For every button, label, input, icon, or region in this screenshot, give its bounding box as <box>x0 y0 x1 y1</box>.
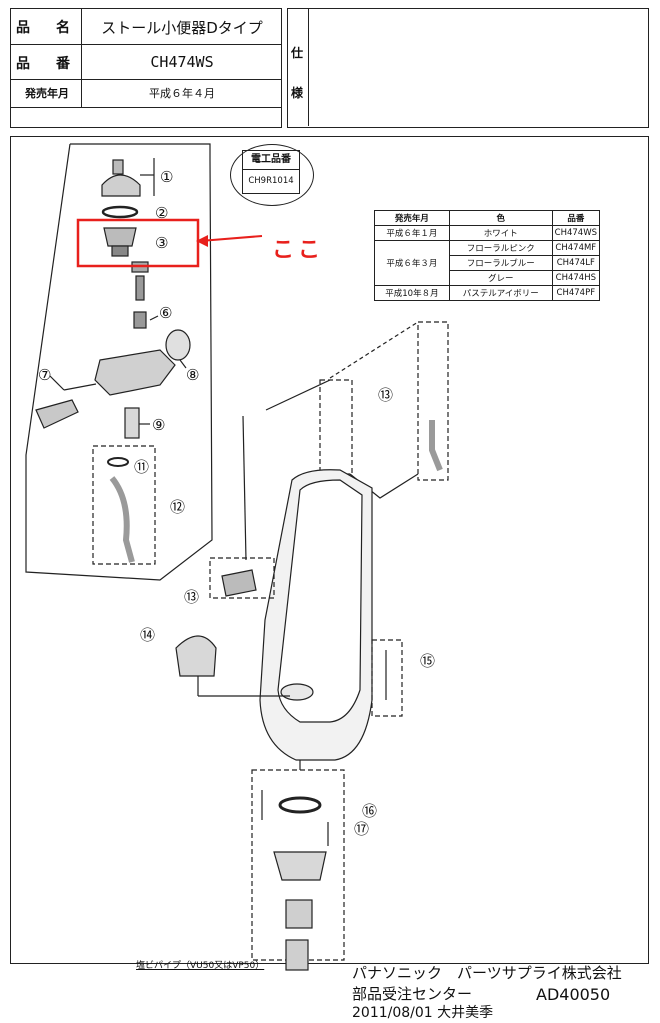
spec-label-1: 仕 <box>291 46 304 60</box>
table-cell: CH474PF <box>551 285 601 301</box>
table-row: 平成６年１月 ホワイト CH474WS <box>374 225 601 241</box>
number-label: 品 番 <box>16 56 76 72</box>
callout-15: ⑮ <box>420 652 436 670</box>
table-cell: パステルアイボリー <box>448 285 553 301</box>
dashed-box-15 <box>371 639 403 717</box>
badge-title: 電工品番 <box>243 151 299 170</box>
pipe-label: 塩ビパイプ（VU50又はVP50） <box>136 961 265 971</box>
release-label: 発売年月 <box>25 87 69 100</box>
spec-label-2: 様 <box>291 86 304 100</box>
highlight-arrow-head <box>196 235 208 247</box>
callout-13-upper: ⑬ <box>378 386 394 404</box>
table-cell: CH474WS <box>551 225 601 241</box>
footer-doc-code: AD40050 <box>536 985 611 1004</box>
valve-assembly-outline <box>25 143 213 581</box>
part-handle <box>35 399 79 429</box>
row-divider-1 <box>11 44 281 45</box>
callout-1: ① <box>160 168 174 186</box>
spec-box: 仕 様 <box>287 8 649 128</box>
color-spec-table: 発売年月 色 品番 平成６年１月 ホワイト CH474WS 平成６年３月 フロー… <box>374 210 601 301</box>
name-label: 品 名 <box>16 20 76 36</box>
table-row: フローラルブルー CH474LF <box>375 255 601 271</box>
row-divider-2 <box>11 79 281 80</box>
badge-code: CH9R1014 <box>248 176 294 186</box>
badge-oval <box>230 144 314 206</box>
table-cell: 平成６年３月 <box>374 240 450 286</box>
col-divider <box>81 9 82 79</box>
callout-9: ⑨ <box>152 416 166 434</box>
callout-7: ⑦ <box>38 366 52 384</box>
dashed-box-13-lower <box>209 557 275 599</box>
part-piston <box>103 227 137 247</box>
callout-14: ⑭ <box>140 626 156 644</box>
diagram-frame <box>10 136 649 964</box>
callout-8: ⑧ <box>186 366 200 384</box>
dashed-box-11-12 <box>92 445 156 565</box>
table-row: 平成10年８月 パステルアイボリー CH474PF <box>374 285 601 301</box>
dashed-box-13-right <box>417 321 449 481</box>
spec-divider <box>308 9 309 126</box>
number-value: CH474WS <box>150 53 214 71</box>
col-divider-2 <box>81 79 82 107</box>
part-o-ring <box>101 205 139 219</box>
table-row: 平成６年３月 フローラルピンク CH474MF <box>374 240 601 286</box>
callout-17: ⑰ <box>354 820 370 838</box>
footer-date-person: 2011/08/01 大井美季 <box>352 1005 494 1021</box>
part-valve-cap <box>101 174 141 197</box>
callout-2: ② <box>155 204 169 222</box>
footer-dept: 部品受注センター <box>352 985 473 1003</box>
footer-company: パナソニック パーツサプライ株式会社 <box>352 964 622 982</box>
highlight-box <box>76 218 200 268</box>
badge-inner: 電工品番 CH9R1014 <box>242 150 300 194</box>
highlight-arrow <box>199 235 263 242</box>
callout-6: ⑥ <box>159 304 173 322</box>
annotation-here: ここ <box>272 238 325 263</box>
callout-3: ③ <box>155 234 169 252</box>
header-info-box: 品 名 ストール小便器Dタイプ 品 番 CH474WS 発売年月 平成６年４月 <box>10 8 282 128</box>
callout-16: ⑯ <box>362 802 378 820</box>
name-value: ストール小便器Dタイプ <box>101 19 263 37</box>
callout-13-lower: ⑬ <box>184 588 200 606</box>
release-value: 平成６年４月 <box>149 87 215 100</box>
callout-11: ⑪ <box>134 458 150 476</box>
callout-12: ⑫ <box>170 498 186 516</box>
row-divider-3 <box>11 107 281 108</box>
dashed-box-13-upper <box>319 379 353 475</box>
part-valve-body <box>94 349 176 396</box>
part-strainer <box>175 635 217 677</box>
